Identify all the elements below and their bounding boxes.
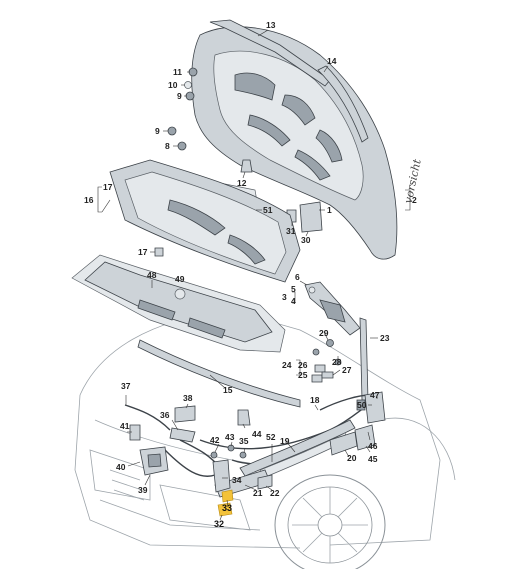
label-26: 26 — [298, 360, 308, 370]
hood-hinge — [304, 281, 361, 336]
label-11: 11 — [173, 67, 182, 77]
label-19: 19 — [280, 436, 290, 446]
label-8: 8 — [165, 141, 170, 151]
hood-fittings — [167, 67, 198, 151]
callout-labels: 13 14 11 10 9 9 8 12 2 1 51 31 30 17 16 … — [84, 20, 417, 529]
grommet-49 — [174, 288, 186, 300]
label-17-top: 17 — [103, 182, 113, 192]
release-lever — [174, 405, 196, 423]
label-48: 48 — [147, 270, 157, 280]
label-39: 39 — [138, 485, 148, 495]
label-35: 35 — [239, 436, 249, 446]
latch-44 — [237, 409, 251, 426]
label-24: 24 — [282, 360, 292, 370]
insulation-mat — [109, 159, 301, 283]
label-49: 49 — [175, 274, 185, 284]
hood-panel — [191, 26, 398, 260]
label-4: 4 — [291, 296, 296, 306]
label-33: 33 — [222, 503, 232, 513]
label-3: 3 — [282, 292, 287, 302]
label-43: 43 — [225, 432, 235, 442]
label-9-bottom: 9 — [155, 126, 160, 136]
label-41: 41 — [120, 421, 130, 431]
cowl-panel — [71, 254, 286, 353]
label-50: 50 — [357, 400, 367, 410]
gas-strut — [359, 317, 369, 401]
label-40: 40 — [116, 462, 126, 472]
label-37: 37 — [121, 381, 131, 391]
leader-lines — [97, 29, 411, 521]
label-23: 23 — [380, 333, 390, 343]
clip-12 — [240, 159, 253, 173]
seal-15 — [137, 339, 301, 408]
label-46: 46 — [368, 441, 378, 451]
label-27: 27 — [342, 365, 352, 375]
label-9-top: 9 — [177, 91, 182, 101]
car-body-outline — [74, 309, 456, 549]
label-30: 30 — [301, 235, 311, 245]
label-25: 25 — [298, 370, 308, 380]
label-10: 10 — [168, 80, 178, 90]
label-51: 51 — [263, 205, 273, 215]
label-5: 5 — [291, 284, 296, 294]
lock-latch-34 — [212, 459, 231, 493]
label-16: 16 — [84, 195, 94, 205]
label-45: 45 — [368, 454, 378, 464]
label-52: 52 — [266, 432, 276, 442]
handle-36 — [169, 427, 196, 443]
label-6: 6 — [295, 272, 300, 282]
label-15: 15 — [223, 385, 233, 395]
label-17-bottom: 17 — [138, 247, 148, 257]
label-2: 2 — [412, 195, 417, 205]
label-36: 36 — [160, 410, 170, 420]
label-38: 38 — [183, 393, 193, 403]
wheel — [274, 474, 386, 569]
lower-clip — [257, 474, 273, 490]
highlighted-switch — [217, 489, 234, 517]
label-47: 47 — [370, 390, 380, 400]
hood-lock-assembly — [129, 424, 169, 476]
strut-fittings — [311, 339, 342, 383]
label-18: 18 — [310, 395, 320, 405]
label-32: 32 — [214, 519, 224, 529]
label-44: 44 — [252, 429, 262, 439]
small-fasteners — [210, 444, 247, 459]
label-1: 1 — [327, 205, 332, 215]
label-28: 28 — [332, 357, 342, 367]
side-brackets — [329, 391, 386, 456]
label-14: 14 — [327, 56, 337, 66]
hood-seal-strip — [209, 19, 331, 87]
label-31: 31 — [286, 226, 296, 236]
label-42: 42 — [210, 435, 220, 445]
side-seal-strip — [317, 65, 369, 143]
label-34: 34 — [232, 475, 242, 485]
label-20: 20 — [347, 453, 357, 463]
label-29: 29 — [319, 328, 329, 338]
label-12: 12 — [237, 178, 247, 188]
label-22: 22 — [270, 488, 280, 498]
label-21: 21 — [253, 488, 263, 498]
clip-17 — [154, 247, 164, 257]
label-13: 13 — [266, 20, 276, 30]
